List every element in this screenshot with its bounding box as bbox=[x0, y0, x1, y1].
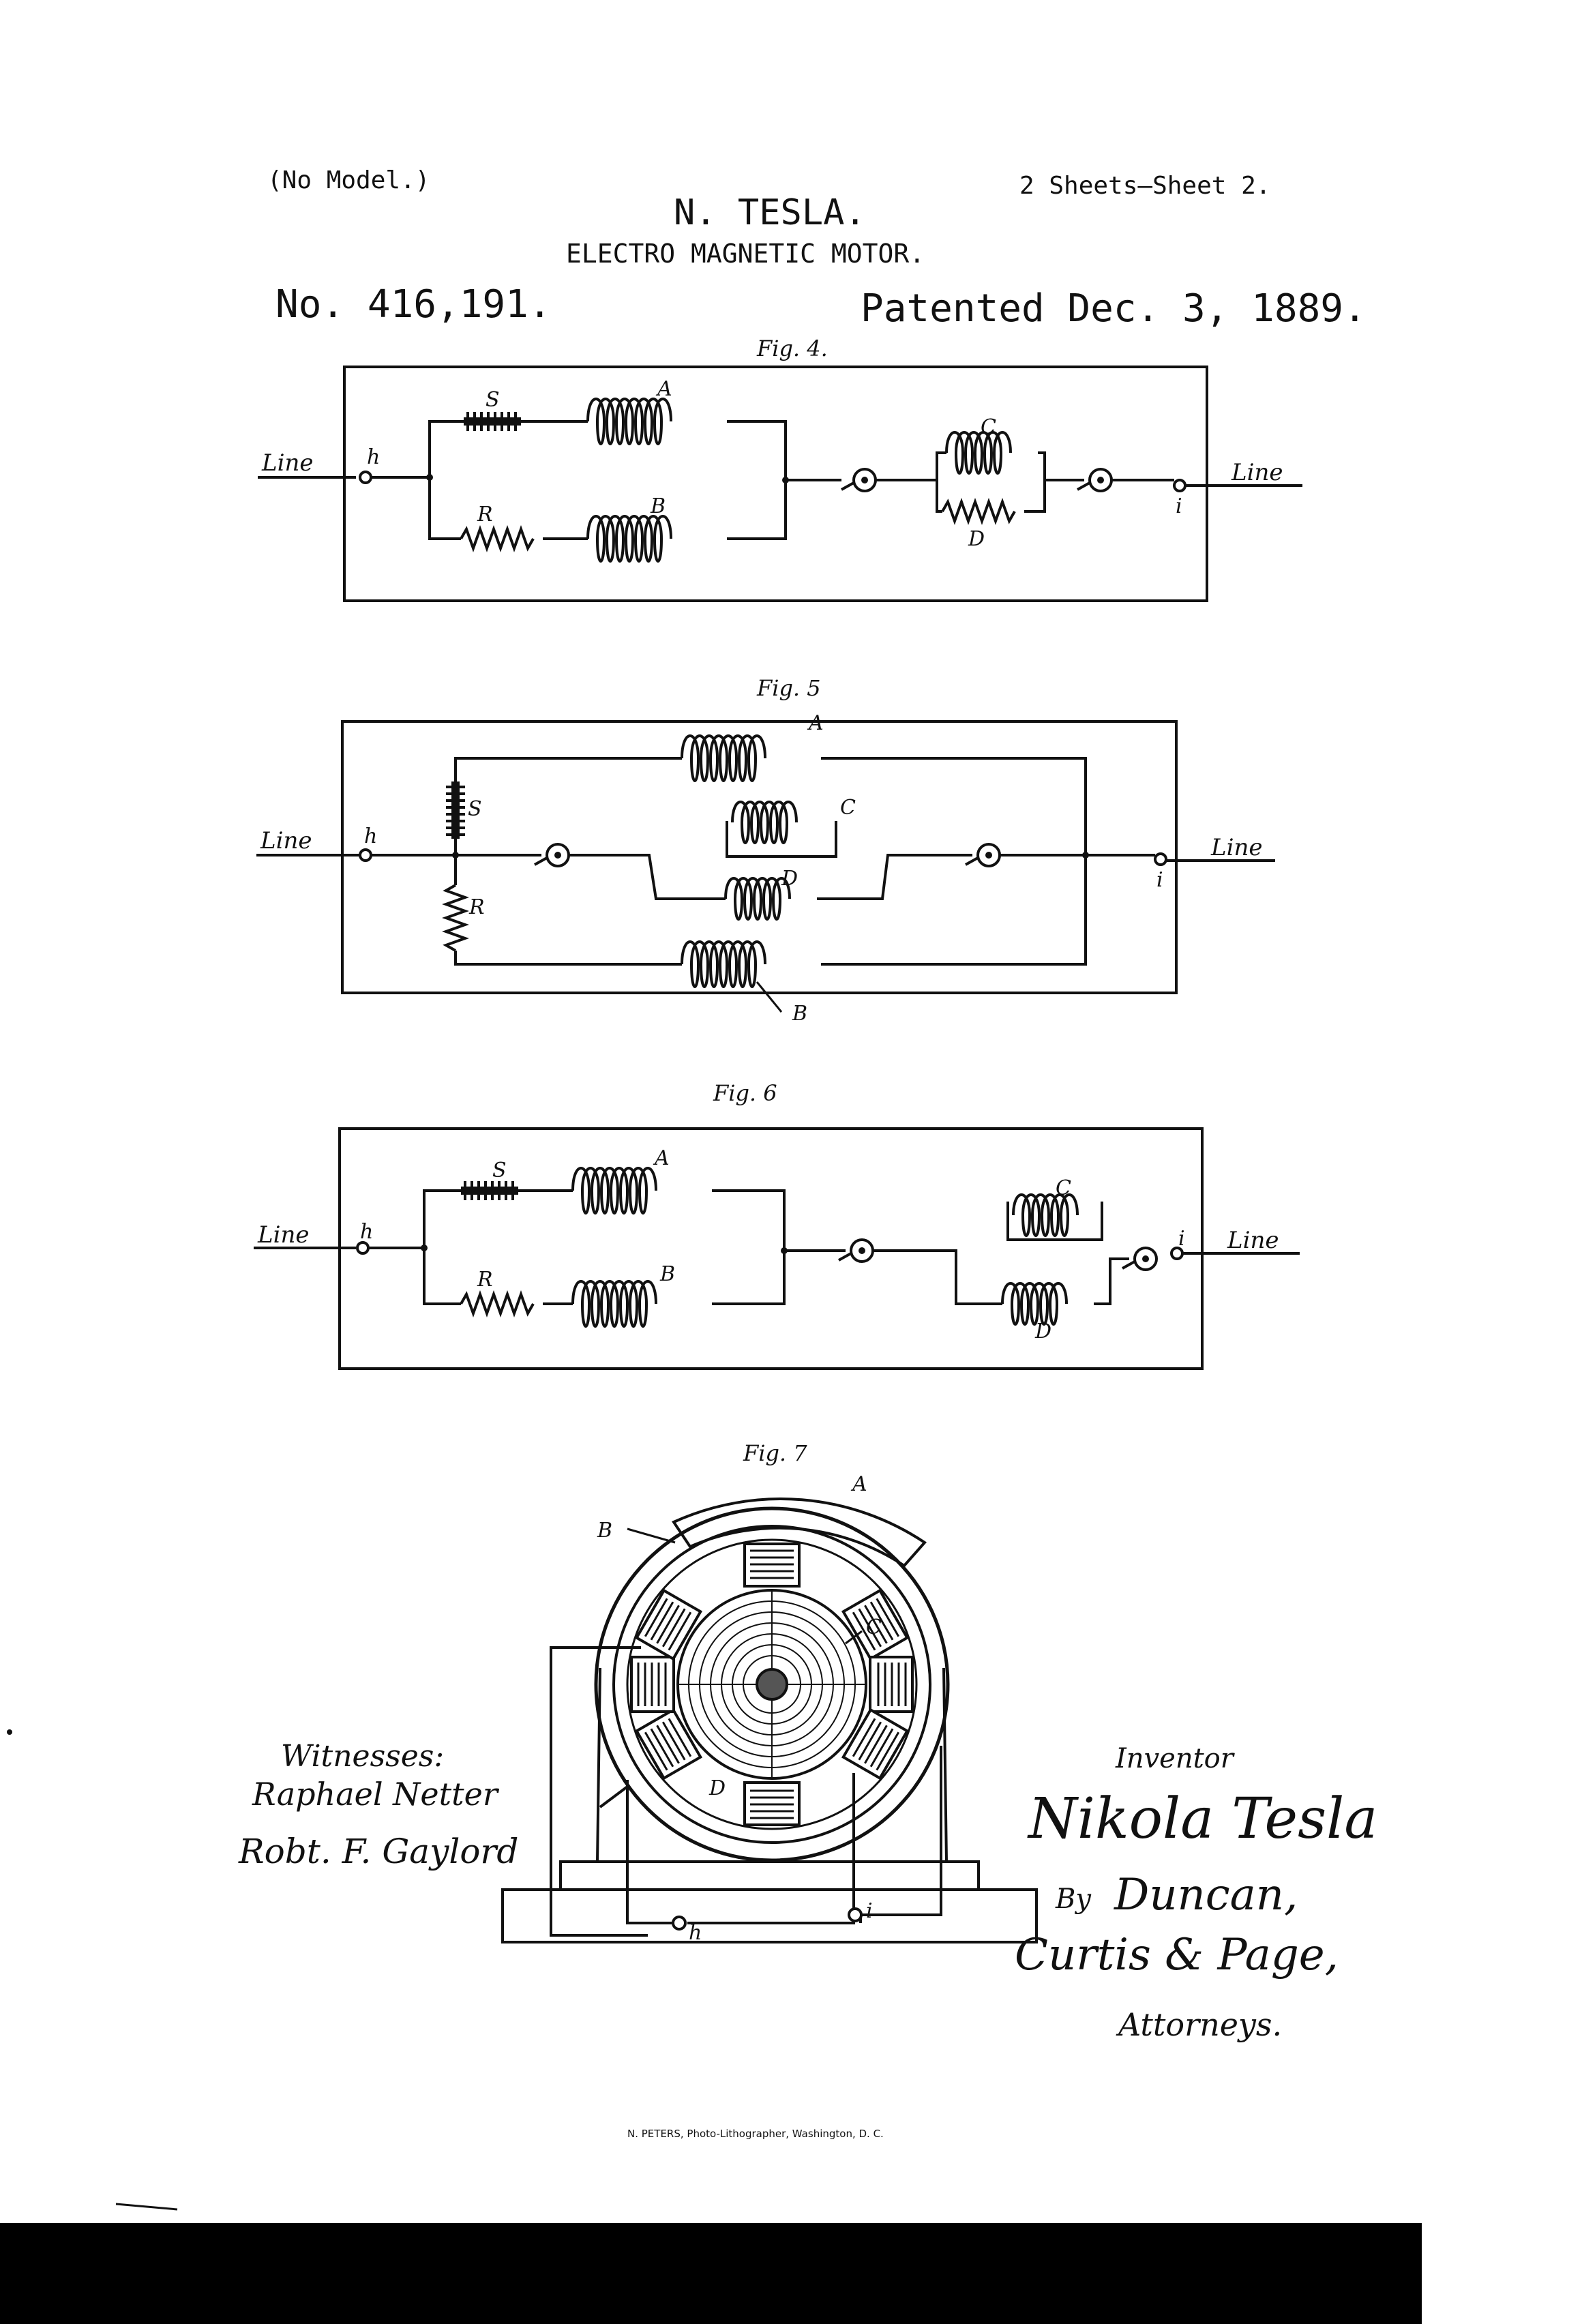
fig4-terminal-h bbox=[359, 471, 372, 484]
fig6-frame bbox=[338, 1127, 1204, 1370]
lithographer-imprint: N. PETERS, Photo-Lithographer, Washingto… bbox=[627, 2128, 884, 2140]
scan-border-bar bbox=[0, 2223, 1422, 2324]
fig6-label-D: D bbox=[1034, 1320, 1051, 1343]
stator-poles bbox=[630, 1543, 914, 1826]
fig4-label-C: C bbox=[981, 415, 996, 439]
fig6-terminal-h bbox=[356, 1241, 370, 1255]
fig6-label-C: C bbox=[1056, 1176, 1071, 1200]
fig7-label-B: B bbox=[597, 1519, 612, 1543]
fig6-label-B: B bbox=[659, 1262, 675, 1286]
witness-signature-1: Raphael Netter bbox=[252, 1776, 498, 1813]
fig4-label-A: A bbox=[655, 377, 672, 401]
fig7-label-h: h bbox=[689, 1921, 702, 1945]
shaft bbox=[756, 1668, 788, 1701]
witnesses-heading: Witnesses: bbox=[281, 1739, 445, 1774]
fig6-caption: Fig. 6 bbox=[713, 1080, 777, 1106]
fig4-label-B: B bbox=[650, 494, 666, 518]
attorneys-label: Attorneys. bbox=[1118, 2006, 1283, 2043]
figure-7-motor: Fig. 7 A B bbox=[501, 1440, 1038, 1945]
fig7-terminal-i bbox=[848, 1907, 863, 1922]
inventor-signature: Nikola Tesla bbox=[1028, 1787, 1378, 1851]
fig4-frame bbox=[343, 366, 1208, 602]
fig6-label-i: i bbox=[1178, 1227, 1185, 1251]
fig5-terminal-h bbox=[359, 848, 372, 862]
fig4-label-R: R bbox=[477, 503, 493, 526]
fig7-label-D: D bbox=[708, 1776, 726, 1800]
patent-title: ELECTRO MAGNETIC MOTOR. bbox=[566, 239, 925, 269]
fig4-label-i: i bbox=[1176, 494, 1182, 518]
fig4-label-D: D bbox=[968, 527, 985, 551]
fig5-label-B: B bbox=[792, 1002, 807, 1026]
fig5-terminal-i bbox=[1154, 852, 1167, 866]
fig6-label-R: R bbox=[477, 1268, 493, 1292]
fig7-label-i: i bbox=[866, 1899, 873, 1923]
attorney-signature-1: Duncan, bbox=[1114, 1870, 1298, 1920]
fig4-line-right-label: Line bbox=[1231, 459, 1283, 486]
fig4-switch-left bbox=[840, 468, 877, 492]
fig7-label-C: C bbox=[866, 1615, 882, 1639]
witness-signature-2: Robt. F. Gaylord bbox=[239, 1832, 519, 1871]
figure-5: Fig. 5 Line h S R A B C D bbox=[256, 675, 1275, 1026]
inventor-heading: N. TESLA. bbox=[674, 192, 866, 233]
fig5-label-h: h bbox=[364, 824, 377, 848]
motor-plinth bbox=[559, 1860, 980, 1891]
fig5-line-right-label: Line bbox=[1210, 834, 1262, 861]
fig7-caption: Fig. 7 bbox=[743, 1440, 807, 1466]
attorney-signature-2: Curtis & Page, bbox=[1015, 1930, 1339, 1980]
fig6-label-h: h bbox=[360, 1220, 373, 1244]
fig6-label-A: A bbox=[653, 1146, 670, 1170]
fig5-line-left-label: Line bbox=[260, 827, 312, 854]
fig7-label-A: A bbox=[850, 1472, 867, 1496]
patent-number: No. 416,191. bbox=[275, 282, 552, 327]
fig6-label-S: S bbox=[492, 1159, 507, 1182]
fig5-label-D: D bbox=[781, 867, 798, 891]
fig5-label-A: A bbox=[807, 711, 824, 735]
fig4-label-h: h bbox=[367, 445, 380, 469]
fig5-label-R: R bbox=[468, 895, 485, 919]
figure-6: Fig. 6 Line h S A R B D C i bbox=[254, 1080, 1300, 1370]
fig5-label-C: C bbox=[840, 796, 856, 820]
no-model-note: (No Model.) bbox=[267, 166, 430, 194]
figure-4: Fig. 4. Line h S A R B C D bbox=[258, 336, 1302, 602]
patent-date: Patented Dec. 3, 1889. bbox=[861, 286, 1367, 331]
fig4-caption: Fig. 4. bbox=[756, 336, 828, 361]
fig5-frame bbox=[341, 720, 1178, 994]
stator-ring-outer bbox=[594, 1506, 950, 1862]
fig4-label-S: S bbox=[486, 388, 500, 412]
by-label: By bbox=[1056, 1883, 1091, 1915]
sheet-number: 2 Sheets—Sheet 2. bbox=[1019, 172, 1271, 200]
fig6-line-right-label: Line bbox=[1227, 1227, 1279, 1254]
inventor-label: Inventor bbox=[1116, 1743, 1234, 1774]
fig7-terminal-h bbox=[672, 1916, 687, 1931]
fig5-label-i: i bbox=[1156, 868, 1163, 892]
fig4-line-left-label: Line bbox=[261, 449, 313, 477]
fig4-terminal-i bbox=[1173, 479, 1186, 492]
fig6-line-left-label: Line bbox=[257, 1221, 309, 1249]
rotor bbox=[676, 1589, 867, 1780]
fig5-label-S: S bbox=[468, 797, 482, 821]
fig5-caption: Fig. 5 bbox=[756, 675, 821, 701]
